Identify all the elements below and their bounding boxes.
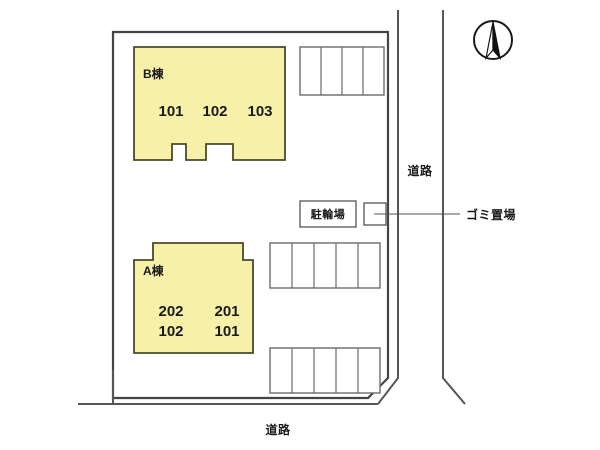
parking-row-middle-outline xyxy=(269,242,381,289)
parking-row-bottom xyxy=(269,347,381,394)
bicycle-parking-label: 駐輪場 xyxy=(311,207,346,221)
building-b-room-101: 101 xyxy=(158,103,183,120)
parking-row-top xyxy=(299,46,385,96)
road-east-label: 道路 xyxy=(407,163,433,178)
north-arrow-icon xyxy=(473,20,513,61)
building-b-name: B棟 xyxy=(143,66,165,81)
building-b-room-102: 102 xyxy=(202,103,227,120)
building-b-room-103: 103 xyxy=(247,103,272,120)
building-a-name: A棟 xyxy=(143,263,165,278)
building-b: B棟 101 102 103 xyxy=(133,46,286,161)
bicycle-parking-area: 駐輪場 xyxy=(299,200,357,228)
building-a-room-102: 102 xyxy=(158,323,183,340)
road-east-outer-edge xyxy=(442,10,466,405)
building-b-footprint xyxy=(133,46,286,161)
parking-row-bottom-outline xyxy=(269,347,381,394)
road-east-inner-edge xyxy=(377,10,399,405)
building-a-room-101: 101 xyxy=(214,323,239,340)
building-a: A棟 202 201 102 101 xyxy=(133,242,254,354)
compass-needle-north xyxy=(492,21,502,61)
building-a-footprint xyxy=(133,242,254,354)
road-south-label: 道路 xyxy=(265,422,291,437)
bicycle-parking-box xyxy=(299,200,357,228)
garbage-area: ゴミ置場 xyxy=(363,202,516,226)
building-a-room-202: 202 xyxy=(158,303,183,320)
parking-row-middle xyxy=(269,242,381,289)
road-network xyxy=(78,10,466,405)
garbage-area-label: ゴミ置場 xyxy=(466,207,516,222)
building-a-room-201: 201 xyxy=(214,303,239,320)
